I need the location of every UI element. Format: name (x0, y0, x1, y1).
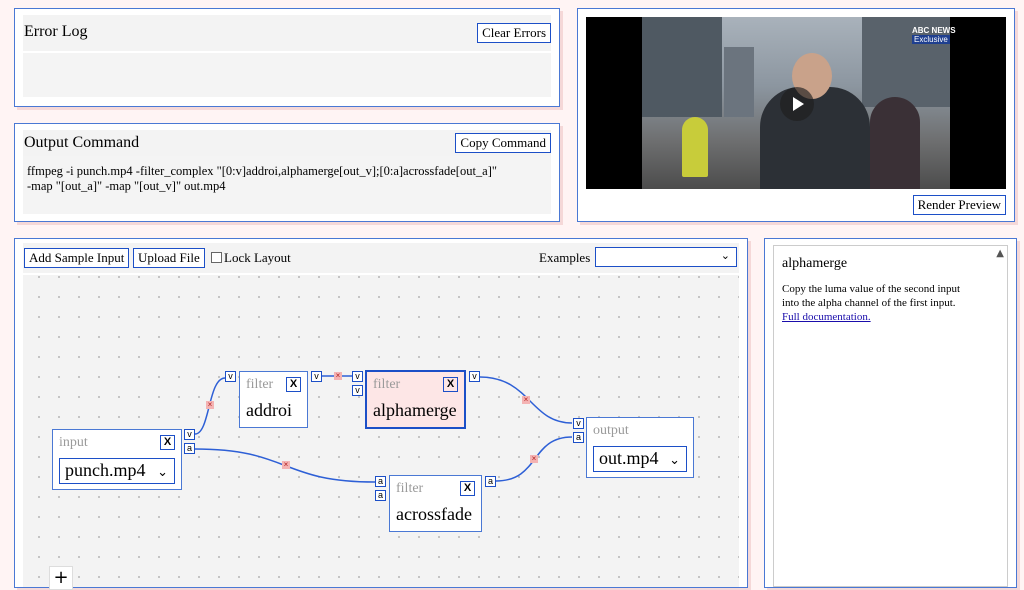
logo-brand: ABC NEWS (912, 26, 956, 35)
examples-select[interactable]: ⌄ (595, 247, 737, 267)
addroi-port-video-out[interactable]: v (311, 371, 322, 382)
person-shape (760, 87, 870, 189)
remove-connection-icon[interactable]: × (522, 395, 530, 404)
person-shape (682, 117, 708, 177)
input-port-audio-out[interactable]: a (184, 443, 195, 454)
chevron-down-icon: ⌄ (720, 249, 730, 262)
output-command-title: Output Command (24, 134, 140, 151)
close-icon[interactable]: X (443, 377, 458, 392)
render-preview-button[interactable]: Render Preview (912, 195, 1006, 215)
output-port-audio-in[interactable]: a (573, 432, 584, 443)
building-shape (862, 17, 950, 107)
acrossfade-port-audio-in-2[interactable]: a (375, 490, 386, 501)
output-file-select[interactable]: out.mp4 ⌄ (593, 446, 687, 472)
acrossfade-port-audio-out[interactable]: a (485, 476, 496, 487)
filter-name: addroi (246, 400, 292, 420)
output-node[interactable]: output out.mp4 ⌄ (586, 417, 694, 478)
clear-errors-button[interactable]: Clear Errors (477, 23, 551, 43)
error-log-panel: Error Log Clear Errors (14, 8, 560, 107)
chevron-down-icon: ⌄ (157, 465, 168, 480)
docs-content: alphamerge Copy the luma value of the se… (773, 245, 1008, 587)
scroll-up-icon[interactable]: ▲ (996, 248, 1004, 259)
input-file-value: punch.mp4 (65, 460, 146, 480)
graph-toolbar: Add Sample Input Upload File Lock Layout… (23, 243, 739, 273)
copy-command-button[interactable]: Copy Command (455, 133, 551, 153)
filter-node-alphamerge[interactable]: filter X alphamerge (365, 370, 466, 429)
close-icon[interactable]: X (160, 435, 175, 450)
addroi-port-video-in[interactable]: v (225, 371, 236, 382)
full-documentation-link[interactable]: Full documentation. (782, 311, 871, 323)
output-port-video-in[interactable]: v (573, 418, 584, 429)
output-command-body (23, 156, 551, 214)
preview-panel: ABC NEWS Exclusive Render Preview (577, 8, 1015, 222)
node-type-label: output (593, 423, 629, 438)
lock-layout-label: Lock Layout (224, 250, 291, 265)
add-sample-input-button[interactable]: Add Sample Input (24, 248, 130, 268)
building-shape (642, 17, 722, 117)
person-shape (870, 97, 920, 189)
video-player[interactable]: ABC NEWS Exclusive (586, 17, 1006, 189)
remove-connection-icon[interactable]: × (334, 371, 342, 380)
filter-name: alphamerge (373, 400, 457, 420)
play-icon[interactable] (780, 87, 814, 121)
filter-node-addroi[interactable]: filter X addroi (239, 371, 308, 428)
chevron-down-icon: ⌄ (669, 453, 680, 468)
error-log-body (23, 53, 551, 97)
examples-label: Examples (539, 250, 591, 265)
alphamerge-port-video-out[interactable]: v (469, 371, 480, 382)
logo-tag: Exclusive (912, 35, 950, 44)
broadcaster-logo: ABC NEWS Exclusive (912, 26, 958, 52)
upload-file-button[interactable]: Upload File (133, 248, 205, 268)
building-shape (724, 47, 754, 117)
docs-title: alphamerge (782, 256, 848, 271)
remove-connection-icon[interactable]: × (206, 400, 214, 409)
alphamerge-port-video-in-2[interactable]: v (352, 385, 363, 396)
close-icon[interactable]: X (460, 481, 475, 496)
filter-node-acrossfade[interactable]: filter X acrossfade (389, 475, 482, 532)
command-line-1: ffmpeg -i punch.mp4 -filter_complex "[0:… (27, 164, 497, 178)
lock-layout-toggle[interactable]: Lock Layout (211, 250, 291, 266)
ffmpeg-command-text[interactable]: ffmpeg -i punch.mp4 -filter_complex "[0:… (27, 164, 547, 194)
node-type-label: filter (246, 377, 274, 392)
remove-connection-icon[interactable]: × (282, 460, 290, 469)
error-log-header: Error Log Clear Errors (23, 15, 551, 51)
docs-description-text: Copy the luma value of the second input … (782, 283, 961, 309)
command-line-2: -map "[out_a]" -map "[out_v]" out.mp4 (27, 179, 226, 193)
node-type-label: filter (373, 377, 401, 392)
acrossfade-port-audio-in-1[interactable]: a (375, 476, 386, 487)
node-type-label: input (59, 435, 88, 450)
zoom-in-button[interactable]: + (49, 566, 73, 590)
input-port-video-out[interactable]: v (184, 429, 195, 440)
alphamerge-port-video-in-1[interactable]: v (352, 371, 363, 382)
docs-scrollbar[interactable]: ▲ (991, 246, 1007, 586)
docs-panel: alphamerge Copy the luma value of the se… (764, 238, 1017, 588)
filter-name: acrossfade (396, 504, 472, 524)
input-file-select[interactable]: punch.mp4 ⌄ (59, 458, 175, 484)
input-node[interactable]: input X punch.mp4 ⌄ (52, 429, 182, 490)
error-log-title: Error Log (24, 23, 88, 40)
close-icon[interactable]: X (286, 377, 301, 392)
output-file-value: out.mp4 (599, 448, 659, 468)
docs-description: Copy the luma value of the second input … (782, 282, 978, 324)
lock-layout-checkbox[interactable] (211, 252, 222, 263)
output-command-panel: Output Command Copy Command ffmpeg -i pu… (14, 123, 560, 222)
node-type-label: filter (396, 481, 424, 496)
remove-connection-icon[interactable]: × (530, 454, 538, 463)
